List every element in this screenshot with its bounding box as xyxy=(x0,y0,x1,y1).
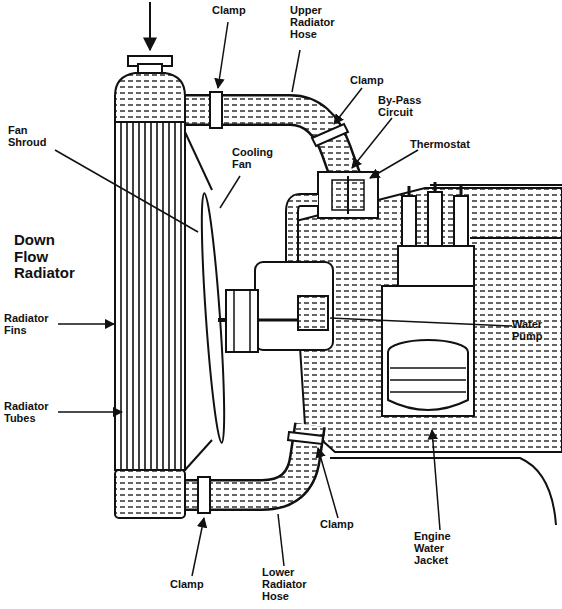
spark-plug xyxy=(408,186,411,196)
part-label: Radiator Tubes xyxy=(4,400,58,424)
cylinder-piston xyxy=(382,286,474,416)
spark-plug xyxy=(402,196,416,246)
engine-block xyxy=(292,185,562,525)
fan-shroud xyxy=(185,132,212,190)
bypass-pipe xyxy=(292,200,318,265)
spark-plug xyxy=(428,192,442,246)
radiator-tube xyxy=(180,122,182,470)
part-label: By-Pass Circuit xyxy=(378,94,430,118)
water-pump xyxy=(298,296,328,330)
leader-line xyxy=(220,176,240,208)
radiator xyxy=(115,56,185,518)
water-pump xyxy=(258,319,298,322)
part-label: Lower Radiator Hose xyxy=(262,566,318,602)
spark-plug xyxy=(454,196,468,246)
radiator-tube xyxy=(156,122,158,470)
engine-block xyxy=(470,237,562,239)
radiator-tube xyxy=(132,122,134,470)
leader-line xyxy=(58,323,114,325)
part-label: Water Pump xyxy=(512,318,560,342)
hose-clamp xyxy=(312,124,348,146)
part-label: Thermostat xyxy=(410,138,480,150)
radiator xyxy=(115,470,185,518)
part-label: Fan Shroud xyxy=(8,124,56,148)
radiator xyxy=(138,64,162,73)
hose-clamp xyxy=(288,432,323,444)
leader-line xyxy=(278,514,284,566)
spark-plug xyxy=(398,246,474,286)
part-label: Cooling Fan xyxy=(232,146,280,170)
water-pump xyxy=(255,262,333,350)
thermostat-housing xyxy=(347,176,349,214)
leader-line xyxy=(192,518,204,576)
leader-line xyxy=(370,150,418,178)
cylinder-piston xyxy=(390,379,466,381)
hose-clamp xyxy=(210,92,348,146)
spark-plug xyxy=(460,186,463,196)
cylinder-piston xyxy=(388,352,468,410)
engine-block xyxy=(330,457,480,459)
part-label: Engine Water Jacket xyxy=(414,530,464,566)
radiator-tube xyxy=(121,122,181,470)
radiator xyxy=(115,122,185,470)
leader-line xyxy=(218,22,228,88)
leader-line xyxy=(334,88,362,124)
radiator-tube xyxy=(144,122,146,470)
part-label: Clamp xyxy=(350,74,394,86)
engine-block xyxy=(430,184,562,186)
hose-clamp xyxy=(198,477,210,513)
leader-line xyxy=(330,318,512,326)
part-label: Clamp xyxy=(170,578,214,590)
spark-plug xyxy=(398,182,474,286)
leader-line xyxy=(432,430,440,530)
leader-line xyxy=(292,50,300,92)
bypass-pipe xyxy=(292,200,318,265)
radiator-tube xyxy=(162,122,164,470)
leader-line xyxy=(55,150,198,232)
water-pump xyxy=(226,290,258,352)
cooling-fan xyxy=(197,193,228,443)
radiator-tube xyxy=(120,122,122,470)
water-pump xyxy=(233,290,235,352)
part-label: Radiator Fins xyxy=(4,312,58,336)
water-pump xyxy=(226,262,333,352)
thermostat-housing xyxy=(318,172,378,218)
radiator-tube xyxy=(174,122,176,470)
fan-shroud xyxy=(185,440,212,470)
radiator-tube xyxy=(138,122,140,470)
leader-line xyxy=(352,118,392,168)
thermostat-housing xyxy=(318,172,378,218)
part-label: Clamp xyxy=(320,518,364,530)
part-label: Clamp xyxy=(212,4,256,16)
part-label: Down Flow Radiator xyxy=(14,232,90,282)
engine-block xyxy=(480,458,556,525)
leader-line xyxy=(318,448,338,518)
hose-clamp xyxy=(198,432,323,513)
cylinder-piston xyxy=(390,391,466,393)
radiator xyxy=(115,73,185,122)
cooling-fan xyxy=(218,318,226,322)
radiator-tube xyxy=(126,122,128,470)
leader-line xyxy=(58,411,122,413)
bypass-pipe xyxy=(292,200,318,265)
hose-clamp xyxy=(210,92,222,128)
radiator-tube xyxy=(150,122,152,470)
cylinder-piston xyxy=(382,286,474,416)
radiator-tube xyxy=(168,122,170,470)
leader-line xyxy=(149,2,151,50)
cylinder-piston xyxy=(390,367,466,369)
cooling-fan xyxy=(197,193,228,443)
spark-plug xyxy=(434,182,437,192)
part-label: Upper Radiator Hose xyxy=(290,4,348,40)
leader-line xyxy=(55,2,512,576)
water-pump xyxy=(249,290,251,352)
